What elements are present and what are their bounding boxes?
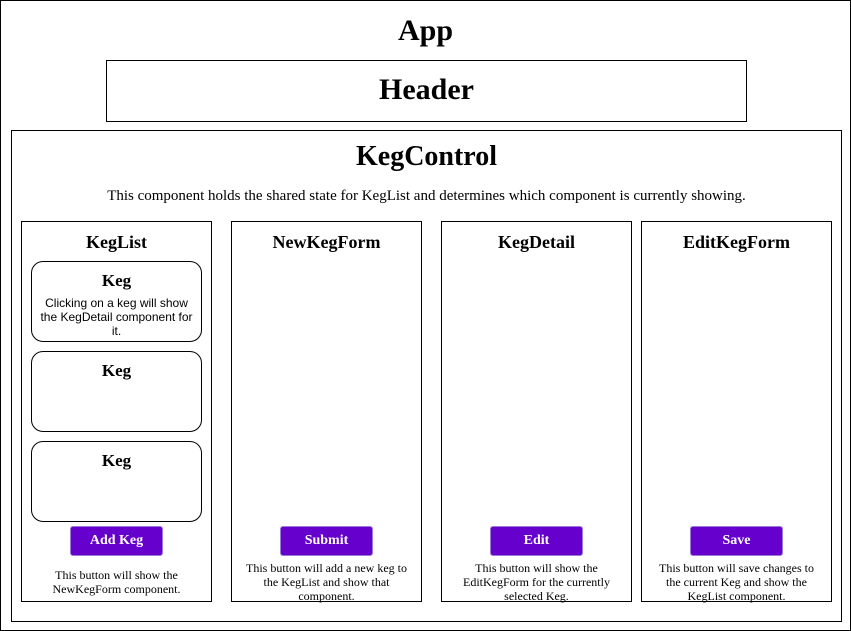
keg-control-description: This component holds the shared state fo…: [107, 188, 746, 204]
edit-button[interactable]: Edit: [490, 526, 583, 556]
submit-button-note: This button will add a new keg to the Ke…: [246, 561, 407, 603]
save-button[interactable]: Save: [690, 526, 783, 556]
app-title: App: [397, 14, 454, 47]
keg-item-title: Keg: [101, 361, 132, 380]
keg-item-description: Clicking on a keg will show the KegDetai…: [40, 296, 193, 338]
keg-list-title: KegList: [86, 232, 147, 252]
save-button-note: This button will save changes to the cur…: [659, 561, 814, 603]
header-box: Header: [106, 60, 747, 122]
edit-keg-form-title: EditKegForm: [683, 232, 790, 252]
keg-item-title: Keg: [101, 451, 132, 470]
keg-item[interactable]: Keg Clicking on a keg will show the KegD…: [31, 261, 202, 342]
add-keg-button-note: This button will show the NewKegForm com…: [52, 568, 181, 596]
add-keg-button[interactable]: Add Keg: [70, 526, 163, 556]
new-keg-form-title: NewKegForm: [272, 232, 381, 252]
keg-item[interactable]: Keg: [31, 351, 202, 432]
edit-button-note: This button will show the EditKegForm fo…: [463, 561, 610, 603]
keg-item-title: Keg: [101, 271, 132, 290]
keg-control-title: KegControl: [355, 141, 498, 172]
keg-item[interactable]: Keg: [31, 441, 202, 522]
submit-button[interactable]: Submit: [280, 526, 373, 556]
header-title: Header: [379, 73, 474, 106]
keg-detail-title: KegDetail: [498, 232, 575, 252]
